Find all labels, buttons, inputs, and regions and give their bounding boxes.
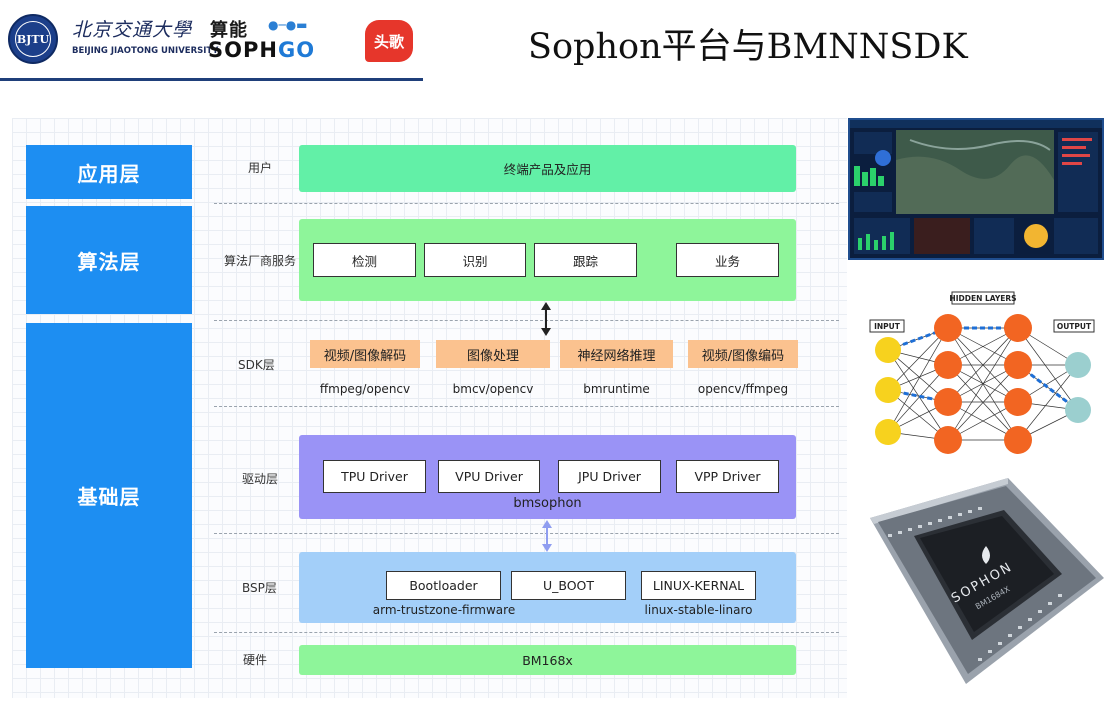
driver-panel: TPU Driver VPU Driver JPU Driver VPP Dri… [299, 435, 796, 519]
sdk-sub-label: opencv/ffmpeg [697, 382, 789, 396]
sophgo-logo: SOPHGO [208, 38, 315, 62]
sophgo-en-a: SOPH [208, 38, 278, 62]
bsp-box: LINUX-KERNAL [641, 571, 756, 600]
vendor-box: 检测 [313, 243, 416, 277]
user-panel: 终端产品及应用 [299, 145, 796, 192]
sophgo-name-cn: 算能 [210, 20, 248, 41]
driver-box: TPU Driver [323, 460, 426, 493]
bidirectional-arrow-icon [542, 520, 552, 552]
sdk-box: 图像处理 [436, 340, 550, 368]
row-label-sdk: SDK层 [238, 358, 275, 372]
bjtu-name-cn: 北京交通大學 [72, 19, 193, 41]
bjtu-seal-logo: BJTU [8, 14, 58, 64]
sdk-sub-label: bmcv/opencv [452, 382, 534, 396]
driver-box: VPP Driver [676, 460, 779, 493]
neural-network-image: HIDDEN LAYERS INPUT OUTPUT [860, 290, 1102, 470]
sdk-box: 视频/图像编码 [688, 340, 798, 368]
bsp-box: Bootloader [386, 571, 501, 600]
bjtu-name-en: BEIJING JIAOTONG UNIVERSITY [72, 46, 219, 56]
separator [214, 632, 839, 633]
layer-app: 应用层 [26, 145, 192, 199]
hardware-panel: BM168x [299, 645, 796, 675]
row-label-vendor: 算法厂商服务 [224, 254, 297, 268]
sophgo-dots-icon: ●─●▬ [268, 18, 308, 32]
row-label-driver: 驱动层 [242, 472, 279, 486]
driver-box: VPU Driver [438, 460, 540, 493]
separator [214, 320, 839, 321]
sdk-box: 视频/图像解码 [310, 340, 420, 368]
layer-algo: 算法层 [26, 206, 192, 314]
driver-panel-label: bmsophon [513, 496, 582, 511]
bsp-sub-label: arm-trustzone-firmware [372, 603, 516, 617]
vendor-box: 跟踪 [534, 243, 637, 277]
separator [214, 203, 839, 204]
nn-output-label: OUTPUT [1057, 322, 1092, 331]
sophon-chip-image: SOPHON BM1684X [858, 478, 1108, 688]
sophgo-en-b: GO [277, 38, 316, 62]
architecture-diagram: 应用层 算法层 基础层 用户 终端产品及应用 算法厂商服务 检测 识别 跟踪 业… [12, 118, 847, 698]
page-title: Sophon平台与BMNNSDK [528, 27, 968, 67]
sdk-sub-label: bmruntime [583, 382, 650, 396]
layer-base: 基础层 [26, 323, 192, 668]
row-label-bsp: BSP层 [242, 581, 277, 595]
vendor-box: 识别 [424, 243, 526, 277]
row-label-hardware: 硬件 [243, 653, 268, 667]
bsp-sub-label: linux-stable-linaro [644, 603, 753, 617]
sdk-box: 神经网络推理 [560, 340, 673, 368]
header-divider [0, 78, 423, 81]
header: BJTU 北京交通大學 BEIJING JIAOTONG UNIVERSITY … [0, 0, 1111, 82]
separator [214, 406, 839, 407]
vendor-panel: 检测 识别 跟踪 业务 [299, 219, 796, 301]
separator [214, 533, 839, 534]
bsp-panel: Bootloader U_BOOT LINUX-KERNAL arm-trust… [299, 552, 796, 623]
bidirectional-arrow-icon [541, 302, 551, 336]
row-label-user: 用户 [248, 161, 273, 175]
vendor-box: 业务 [676, 243, 779, 277]
sdk-sub-label: ffmpeg/opencv [319, 382, 411, 396]
nn-hidden-label: HIDDEN LAYERS [949, 294, 1016, 303]
nn-input-label: INPUT [874, 322, 901, 331]
dashboard-image [848, 118, 1104, 260]
driver-box: JPU Driver [558, 460, 661, 493]
toutiao-logo: 头歌 [365, 20, 413, 62]
bsp-box: U_BOOT [511, 571, 626, 600]
